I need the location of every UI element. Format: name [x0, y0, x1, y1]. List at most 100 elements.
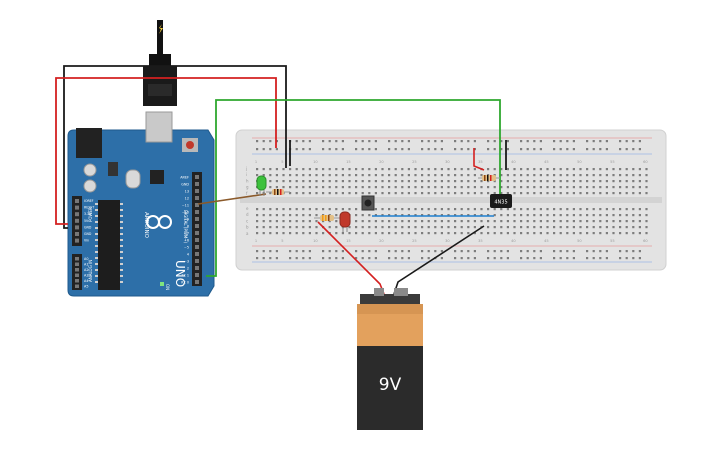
breadboard-hole — [361, 192, 364, 195]
breadboard-hole — [427, 168, 430, 171]
breadboard-hole — [520, 140, 523, 143]
breadboard-hole — [500, 214, 503, 217]
breadboard-hole — [533, 148, 536, 151]
breadboard-hole — [355, 192, 358, 195]
breadboard-hole — [460, 186, 463, 189]
chip-pin — [95, 281, 98, 283]
breadboard-hole — [262, 140, 265, 143]
breadboard-hole — [269, 232, 272, 235]
breadboard-hole — [355, 186, 358, 189]
digital-header[interactable] — [192, 172, 202, 286]
header-pin[interactable] — [195, 266, 199, 270]
header-pin[interactable] — [75, 284, 79, 289]
header-pin[interactable] — [195, 238, 199, 242]
breadboard-hole — [533, 220, 536, 223]
breadboard-hole — [460, 226, 463, 229]
resistor-optocoupler[interactable] — [478, 175, 500, 181]
header-pin[interactable] — [75, 273, 79, 278]
header-pin[interactable] — [195, 280, 199, 284]
breadboard-hole — [520, 180, 523, 183]
crystal-oscillator — [125, 169, 141, 189]
breadboard-hole — [559, 232, 562, 235]
header-pin[interactable] — [75, 212, 79, 217]
breadboard-hole — [328, 140, 331, 143]
breadboard-hole — [447, 174, 450, 177]
column-number-bottom: 60 — [643, 239, 648, 243]
header-pin[interactable] — [195, 245, 199, 249]
row-letter-bottom: b — [246, 225, 249, 230]
column-number-top: 1 — [255, 160, 257, 164]
wire-green-pin2[interactable] — [206, 99, 501, 277]
red-led[interactable] — [339, 211, 351, 232]
header-pin[interactable] — [195, 231, 199, 235]
header-pin[interactable] — [75, 205, 79, 210]
header-pin[interactable] — [195, 203, 199, 207]
header-pin[interactable] — [195, 210, 199, 214]
breadboard-hole — [487, 214, 490, 217]
breadboard-hole — [335, 232, 338, 235]
breadboard-hole — [407, 140, 410, 143]
breadboard-hole — [533, 192, 536, 195]
breadboard-hole — [315, 232, 318, 235]
breadboard-hole — [447, 180, 450, 183]
wire-red-5v[interactable] — [55, 77, 277, 225]
breadboard-hole — [539, 192, 542, 195]
breadboard[interactable]: jihgfedcba115510101515202025253030353540… — [235, 129, 667, 271]
breadboard-hole — [394, 180, 397, 183]
lightning-icon — [159, 24, 163, 34]
header-pin[interactable] — [195, 224, 199, 228]
column-number-top: 60 — [643, 160, 648, 164]
header-pin[interactable] — [75, 199, 79, 203]
analog-label: ANALOG IN — [88, 260, 93, 282]
arduino-uno-board[interactable]: UNO ARDUINO DIGITAL (PWM~) POWER ANALOG … — [67, 111, 215, 297]
breadboard-hole — [493, 168, 496, 171]
header-pin[interactable] — [195, 217, 199, 221]
header-pin[interactable] — [75, 232, 79, 236]
breadboard-hole — [401, 168, 404, 171]
breadboard-hole — [612, 168, 615, 171]
resistor-red-led[interactable] — [314, 215, 340, 221]
breadboard-hole — [361, 174, 364, 177]
breadboard-hole — [579, 232, 582, 235]
resistor-green-led[interactable] — [266, 189, 290, 195]
analog-pin-label: A0 — [84, 257, 88, 261]
optocoupler-ic[interactable]: 4N35 — [490, 194, 512, 208]
header-pin[interactable] — [75, 262, 79, 267]
header-pin[interactable] — [75, 257, 79, 261]
header-pin[interactable] — [195, 182, 199, 186]
green-led[interactable] — [256, 175, 267, 196]
header-pin[interactable] — [75, 225, 79, 230]
usb-cable[interactable] — [143, 20, 177, 106]
breadboard-hole — [427, 174, 430, 177]
breadboard-hole — [407, 208, 410, 211]
header-pin[interactable] — [195, 196, 199, 200]
header-pin[interactable] — [195, 259, 199, 263]
header-pin[interactable] — [75, 238, 79, 243]
breadboard-hole — [506, 214, 509, 217]
push-button[interactable] — [361, 195, 375, 211]
battery-9v[interactable]: 9V — [357, 288, 423, 430]
analog-header[interactable] — [72, 254, 82, 290]
header-pin[interactable] — [195, 175, 199, 179]
chip-pin — [95, 227, 98, 229]
header-pin[interactable] — [195, 252, 199, 256]
wire-red-jumper[interactable] — [473, 148, 485, 171]
chip-pin — [120, 209, 123, 211]
breadboard-hole — [500, 140, 503, 143]
capacitor-1 — [83, 163, 97, 177]
breadboard-hole — [454, 226, 457, 229]
breadboard-hole — [440, 214, 443, 217]
analog-pin-label: A5 — [84, 285, 88, 289]
header-pin[interactable] — [195, 273, 199, 277]
chip-pin — [95, 203, 98, 205]
wire-brown-pin13[interactable] — [197, 193, 267, 205]
header-pin[interactable] — [75, 279, 79, 283]
header-pin[interactable] — [75, 268, 79, 272]
breadboard-hole — [368, 257, 371, 260]
header-pin[interactable] — [195, 189, 199, 193]
breadboard-hole — [289, 232, 292, 235]
chip-pin — [120, 215, 123, 217]
breadboard-hole — [526, 148, 529, 151]
header-pin[interactable] — [75, 218, 79, 223]
